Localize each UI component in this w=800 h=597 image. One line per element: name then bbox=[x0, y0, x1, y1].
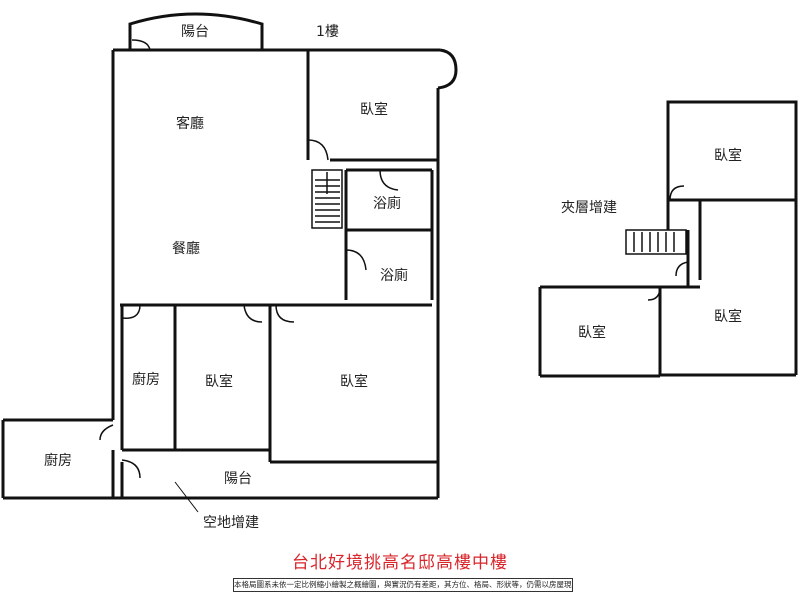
listing-title: 台北好境挑高名邸高樓中樓 bbox=[292, 553, 508, 573]
kitchen-inner-label: 廚房 bbox=[132, 371, 160, 388]
balcony-bottom-label: 陽台 bbox=[224, 471, 252, 487]
kitchen-outer-label: 廚房 bbox=[44, 452, 72, 469]
bedroom-sw-label: 臥室 bbox=[205, 373, 233, 390]
extension-label: 空地增建 bbox=[203, 515, 259, 531]
main-floor-walls bbox=[1, 12, 458, 500]
main-stairs bbox=[311, 169, 343, 229]
disclaimer: 本格局圖系未依一定比例縮小繪製之概繪圖，與實況仍有差距，其方位、格局、形狀等，仍… bbox=[233, 578, 573, 592]
bedroom-se-label: 臥室 bbox=[340, 373, 368, 390]
floor-label: 1樓 bbox=[316, 24, 339, 40]
dining-room-label: 餐廳 bbox=[172, 240, 200, 257]
bathroom-1-label: 浴廁 bbox=[373, 195, 401, 212]
labels: 1樓 陽台 客廳 餐廳 臥室 浴廁 浴廁 廚房 臥室 臥室 廚房 陽台 空地增建… bbox=[44, 24, 742, 531]
extension-pointer bbox=[174, 481, 199, 513]
mezzanine-stairs bbox=[625, 185, 689, 301]
mezzanine-label: 夾層增建 bbox=[561, 200, 617, 216]
bathroom-2-label: 浴廁 bbox=[380, 267, 408, 284]
living-room-label: 客廳 bbox=[176, 115, 204, 132]
mezz-bedroom-top-label: 臥室 bbox=[714, 147, 742, 164]
mezz-bedroom-left-label: 臥室 bbox=[578, 324, 606, 341]
bedroom-ne-label: 臥室 bbox=[360, 101, 388, 118]
balcony-top-label: 陽台 bbox=[181, 24, 209, 40]
door-swings bbox=[99, 39, 399, 479]
mezz-bedroom-right-label: 臥室 bbox=[714, 308, 742, 325]
mezzanine-walls bbox=[538, 100, 798, 378]
